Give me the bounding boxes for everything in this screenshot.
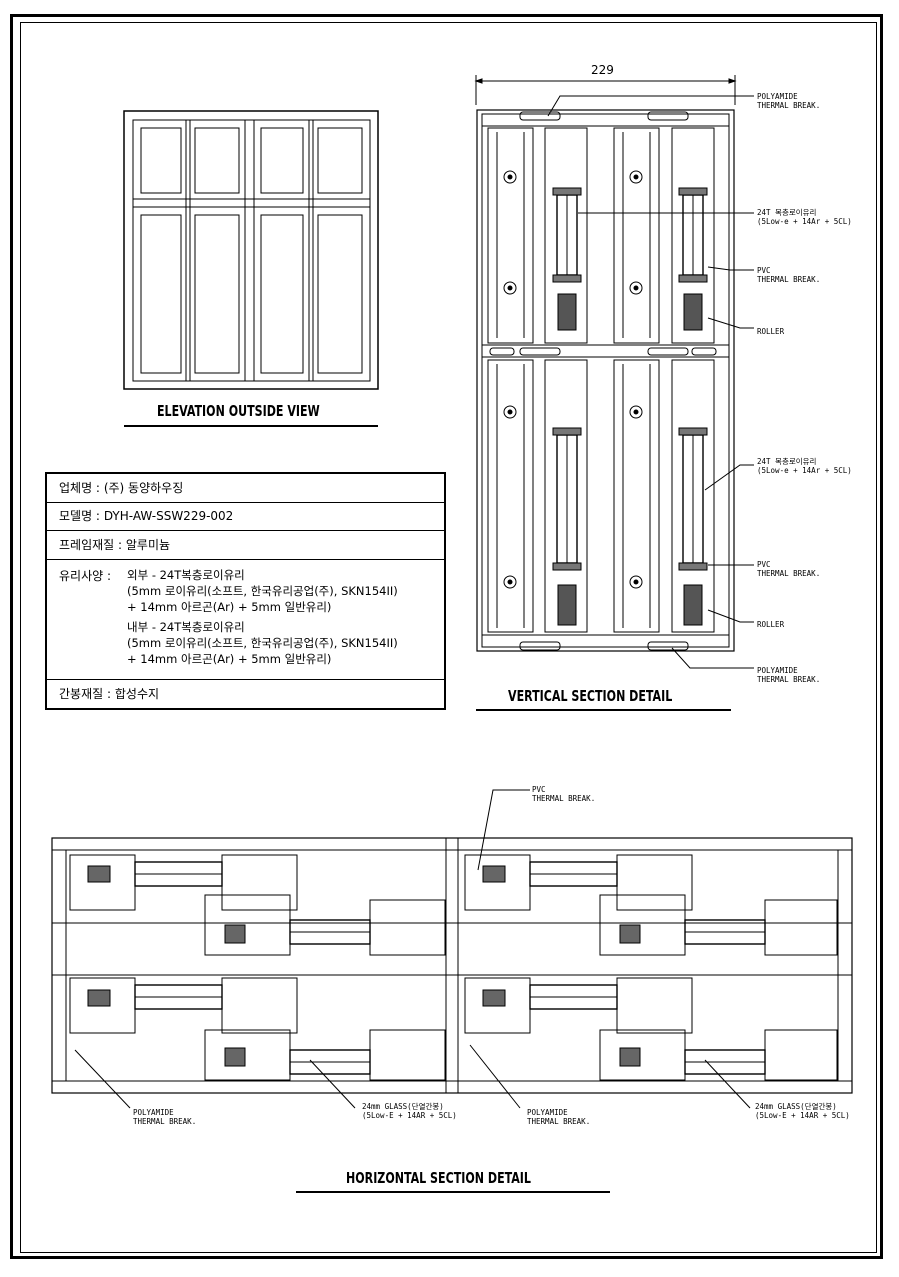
callout-roller-bottom: ROLLER: [757, 620, 785, 629]
spec-row-spacer: 간봉재질 : 합성수지: [59, 687, 160, 701]
callout-roller-top: ROLLER: [757, 327, 785, 336]
drawing-border-inner: [20, 22, 877, 1253]
spec-row-glass: 유리사양 : 외부 - 24T복층로이유리 (5mm 로이유리(소프트, 한국유…: [47, 560, 444, 680]
spec-row-frame: 프레임재질 : 알루미늄: [47, 531, 444, 560]
callout-glass-left: 24mm GLASS(단열간봉)(5Low-E + 14AR + 5CL): [362, 1102, 457, 1120]
elevation-title: ELEVATION OUTSIDE VIEW: [157, 402, 320, 420]
callout-glass-top: 24T 복층로이유리(5Low-e + 14Ar + 5CL): [757, 208, 852, 226]
elevation-title-underline: [124, 425, 378, 427]
spec-row-company: 업체명 : (주) 동양하우징: [47, 474, 444, 503]
horizontal-title-underline: [296, 1191, 610, 1193]
drawing-border-outer: [10, 14, 883, 1259]
horizontal-section: [51, 789, 853, 1109]
dimension-229: 229: [591, 63, 614, 77]
elevation-window: [123, 110, 379, 390]
vertical-section-title: VERTICAL SECTION DETAIL: [508, 687, 673, 705]
spec-row-model: 모델명 : DYH-AW-SSW229-002: [47, 503, 444, 531]
vertical-title-underline: [476, 709, 731, 711]
vertical-section: [474, 75, 754, 669]
spec-table: 업체명 : (주) 동양하우징 모델명 : DYH-AW-SSW229-002 …: [45, 472, 446, 710]
callout-glass-bottom: 24T 복층로이유리(5Low-e + 14Ar + 5CL): [757, 457, 852, 475]
callout-glass-right: 24mm GLASS(단열간봉)(5Low-E + 14AR + 5CL): [755, 1102, 850, 1120]
horizontal-section-title: HORIZONTAL SECTION DETAIL: [346, 1169, 531, 1187]
